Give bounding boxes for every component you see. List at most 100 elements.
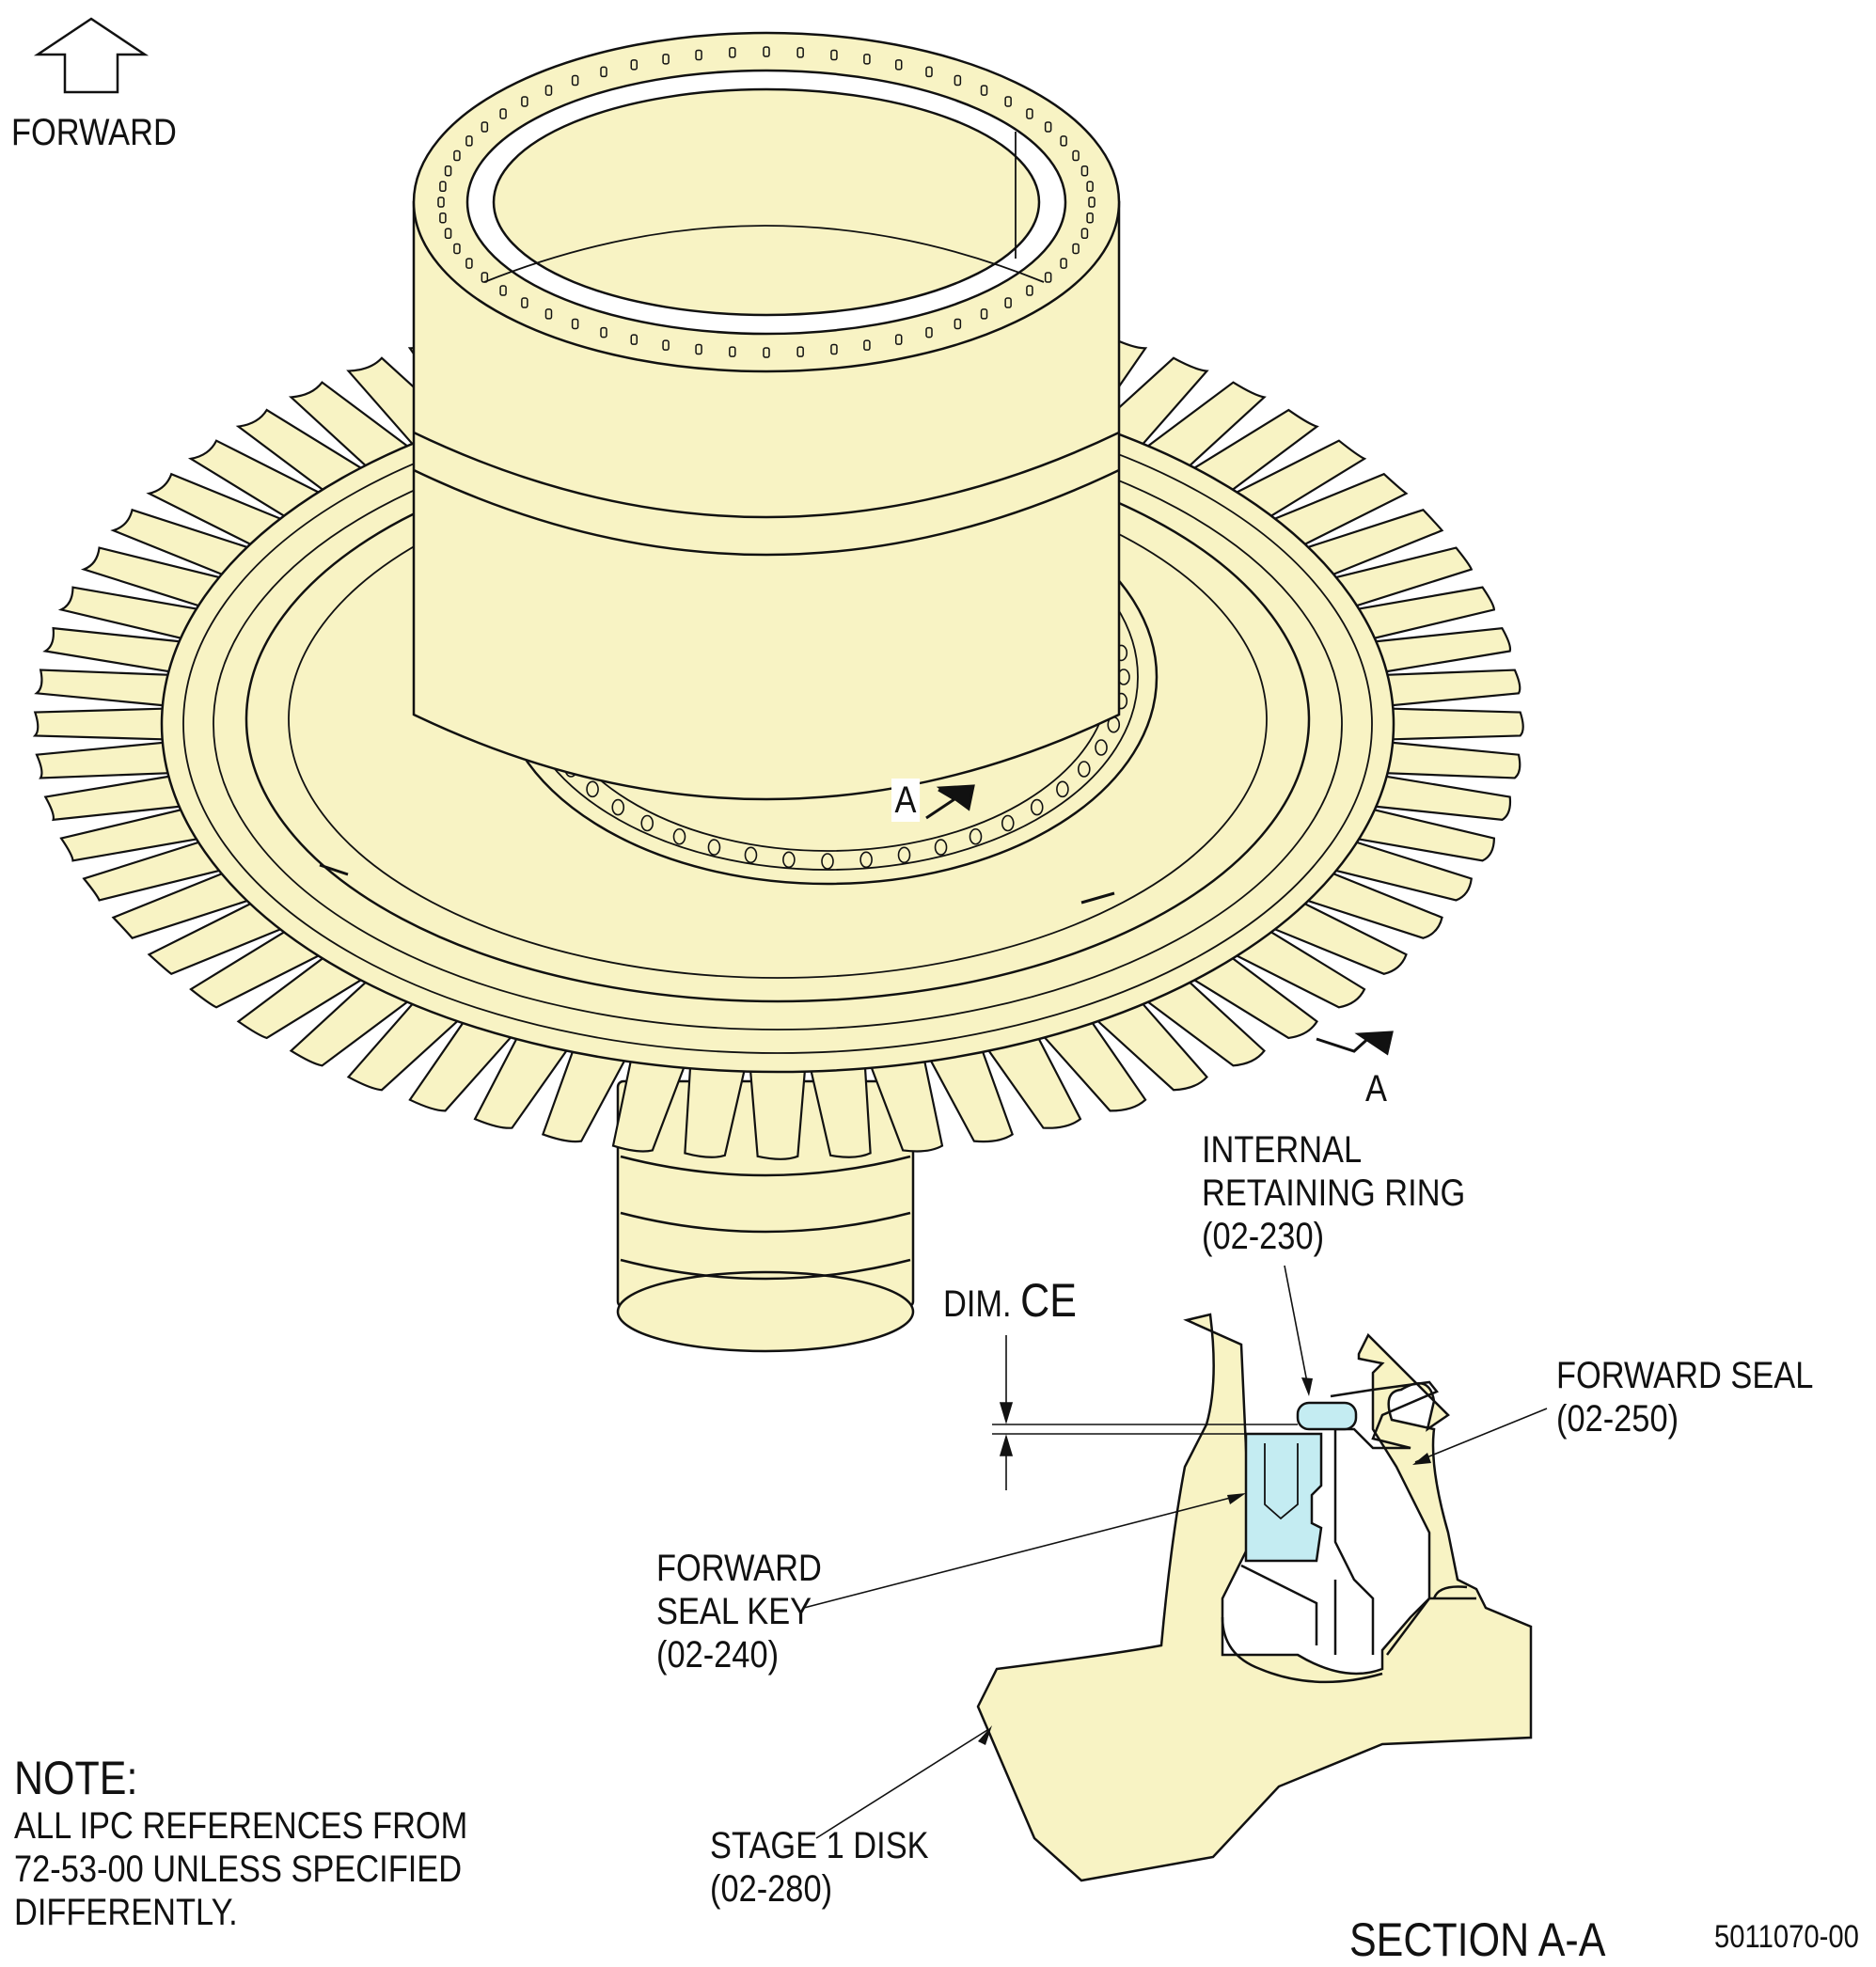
forward-arrow-icon: [33, 17, 150, 94]
drum-slot: [444, 228, 452, 240]
drum-slot: [980, 85, 988, 96]
drum-slot: [521, 96, 528, 107]
turbine-blade: [1329, 546, 1474, 608]
turbine-blade: [868, 1056, 944, 1153]
drum-slot: [662, 339, 670, 351]
retaining-ring-callout: INTERNAL RETAINING RING (02-230): [1202, 1128, 1465, 1258]
turbine-blade: [1142, 978, 1266, 1067]
stage-1-disk-line-1: STAGE 1 DISK: [710, 1825, 929, 1866]
drum-slot: [1072, 243, 1080, 255]
drum-slot: [481, 121, 489, 133]
drum-slot: [439, 212, 447, 224]
drum-slot: [465, 258, 473, 269]
turbine-blade: [749, 1065, 807, 1160]
turbine-blade: [43, 774, 186, 822]
seal-key-line-1: FORWARD: [656, 1548, 822, 1589]
turbine-blade: [1381, 669, 1521, 707]
drum-slot: [1044, 121, 1052, 133]
drum-slot: [453, 243, 461, 255]
turbine-blade: [926, 1046, 1014, 1143]
drum-slot: [1080, 165, 1089, 177]
drum-slot: [544, 85, 553, 96]
forward-drum: [412, 31, 1121, 801]
turbine-blade: [1142, 381, 1267, 470]
section-cut-marks: [925, 784, 1394, 1056]
bolt-hole: [640, 814, 654, 832]
turbine-blade: [1268, 900, 1408, 975]
drum-slot: [481, 272, 489, 283]
bolt-hole: [611, 798, 625, 816]
drum-slot: [465, 135, 473, 147]
turbine-blade: [1301, 509, 1444, 577]
drum-slot: [1060, 135, 1067, 147]
bolt-hole: [707, 839, 721, 856]
turbine-blade: [1369, 774, 1512, 822]
turbine-blade: [1188, 408, 1319, 495]
drum-slot: [763, 347, 770, 358]
bolt-hole: [744, 846, 758, 864]
drum-slot: [729, 346, 736, 357]
seal-key-line-2: SEAL KEY: [656, 1591, 812, 1632]
turbine-blade: [110, 508, 255, 577]
drum-slot: [863, 339, 871, 351]
drum-slot: [796, 346, 804, 357]
drum-slot: [925, 326, 933, 338]
drum-slot: [894, 59, 903, 71]
forward-seal-key: [1244, 1432, 1323, 1563]
turbine-blade: [1369, 626, 1512, 674]
turbine-blade: [1268, 472, 1409, 548]
drum-slot: [1026, 108, 1033, 119]
turbine-blade: [1381, 741, 1521, 779]
turbine-blade: [1230, 928, 1366, 1009]
forward-seal-line-2: (02-250): [1556, 1398, 1679, 1440]
turbine-blade: [146, 472, 288, 548]
drum-slot: [894, 334, 903, 345]
turbine-blade: [611, 1056, 687, 1153]
turbine-blade: [1188, 953, 1318, 1040]
drum-slot: [662, 54, 670, 65]
forward-seal-section: [1330, 1380, 1440, 1655]
bolt-hole: [672, 827, 686, 845]
section-title: SECTION A-A: [1349, 1913, 1606, 1966]
turbine-blade: [32, 707, 168, 741]
section-mark-lower: A: [1365, 1068, 1387, 1109]
figure-number: 5011070-00: [1714, 1919, 1859, 1955]
note-line-2: 72-53-00 UNLESS SPECIFIED: [14, 1849, 463, 1890]
retaining-ring-line-3: (02-230): [1202, 1216, 1325, 1257]
drum-slot: [571, 74, 579, 87]
forward-label: FORWARD: [11, 112, 177, 153]
turbine-blade: [235, 408, 368, 495]
note-line-1: ALL IPC REFERENCES FROM: [14, 1805, 468, 1847]
turbine-blade: [1387, 707, 1524, 741]
turbine-blade: [57, 586, 203, 641]
dim-code: CE: [1020, 1274, 1077, 1327]
turbine-blade: [42, 626, 186, 674]
turbine-blade: [147, 900, 288, 976]
bolt-hole: [821, 853, 834, 870]
dim-ce-dimension: [992, 1335, 1298, 1490]
note-heading: NOTE:: [14, 1752, 138, 1804]
drum-slot: [925, 66, 933, 78]
drum-slot: [1086, 212, 1094, 224]
drum-slot: [1072, 149, 1080, 162]
section-mark-upper: A: [891, 779, 920, 822]
retaining-ring-line-1: INTERNAL: [1202, 1129, 1363, 1171]
turbine-blade: [289, 978, 414, 1067]
turbine-blade: [1230, 439, 1367, 520]
turbine-blade: [288, 381, 414, 470]
bolt-hole: [859, 851, 873, 869]
drum-slot: [830, 49, 838, 61]
section-a-a-detail: [803, 1265, 1548, 1882]
drum-slot: [954, 318, 962, 330]
retaining-ring-line-2: RETAINING RING: [1202, 1172, 1466, 1214]
turbine-blade: [684, 1062, 747, 1158]
stage-1-disk-line-2: (02-280): [710, 1868, 833, 1910]
drum-slot: [499, 285, 507, 296]
bolt-hole: [1056, 780, 1069, 798]
drum-slots: [437, 46, 1096, 358]
drum-slot: [630, 334, 638, 345]
drum-slot: [1060, 258, 1067, 269]
note-block: NOTE: ALL IPC REFERENCES FROM 72-53-00 U…: [14, 1752, 467, 1934]
turbine-blade: [408, 1017, 516, 1112]
